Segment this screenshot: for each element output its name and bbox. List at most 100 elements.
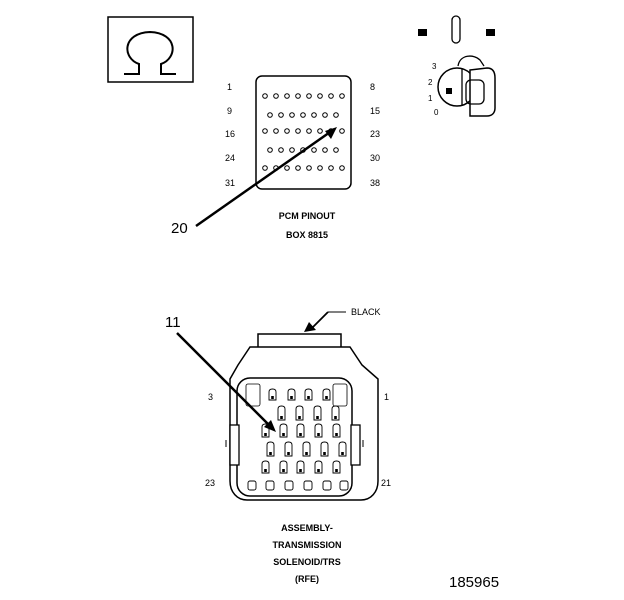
solenoid-terminal-contact: [335, 469, 338, 472]
pcm-pin: [317, 165, 323, 171]
pcm-pin: [306, 165, 312, 171]
black-label-leader: [310, 311, 329, 330]
solenoid-terminal: [338, 441, 347, 457]
pcm-pin: [262, 93, 268, 99]
pcm-pin: [278, 112, 284, 118]
pcm-pin: [317, 128, 323, 134]
solenoid-caption-line4: (RFE): [295, 574, 319, 584]
pcm-caption-line1: PCM PINOUT: [279, 211, 336, 221]
pcm-pin: [284, 128, 290, 134]
solenoid-terminal: [284, 441, 293, 457]
solenoid-terminal-contact: [299, 433, 302, 436]
pcm-pin: [311, 147, 317, 153]
pcm-pin: [262, 128, 268, 134]
pcm-pin: [339, 165, 345, 171]
pcm-pin-label-30: 30: [370, 153, 380, 163]
solenoid-terminal-contact: [264, 433, 267, 436]
pcm-pin: [339, 128, 345, 134]
solenoid-terminal: [295, 405, 304, 421]
pcm-pin-label-38: 38: [370, 178, 380, 188]
solenoid-terminal-contact: [282, 469, 285, 472]
key-position-3: 3: [432, 62, 437, 71]
solenoid-caption-line2: TRANSMISSION: [272, 540, 341, 550]
solenoid-terminal-contact: [264, 469, 267, 472]
solenoid-terminal-contact: [316, 416, 319, 419]
pcm-pin: [333, 147, 339, 153]
solenoid-terminal: [296, 460, 305, 474]
solenoid-terminal: [339, 480, 349, 491]
solenoid-terminal: [302, 441, 311, 457]
solenoid-terminal: [332, 423, 341, 438]
pcm-pin: [267, 147, 273, 153]
pcm-pin: [273, 93, 279, 99]
solenoid-terminal: [287, 388, 296, 401]
solenoid-terminal: [320, 441, 329, 457]
solenoid-terminal: [279, 460, 288, 474]
pcm-pin: [306, 93, 312, 99]
solenoid-pin-label-3: 3: [208, 392, 213, 402]
pcm-pin: [262, 165, 268, 171]
solenoid-terminal: [247, 480, 257, 491]
pcm-pin-label-16: 16: [225, 129, 235, 139]
solenoid-pin-label-23: 23: [205, 478, 215, 488]
solenoid-terminal-contact: [317, 469, 320, 472]
solenoid-terminal: [277, 405, 286, 421]
pcm-pin: [295, 128, 301, 134]
solenoid-caption-line1: ASSEMBLY-: [281, 523, 333, 533]
solenoid-terminal: [331, 405, 340, 421]
solenoid-connector: [225, 333, 379, 501]
solenoid-terminal: [322, 388, 331, 401]
solenoid-terminal: [268, 388, 277, 401]
solenoid-caption-line3: SOLENOID/TRS: [273, 557, 341, 567]
pcm-pin-label-15: 15: [370, 106, 380, 116]
solenoid-terminal: [266, 441, 275, 457]
pcm-pin: [289, 112, 295, 118]
pcm-pin-label-31: 31: [225, 178, 235, 188]
solenoid-terminal: [304, 388, 313, 401]
pcm-pin-grid: [262, 93, 345, 171]
solenoid-callout-number: 11: [165, 314, 181, 331]
pcm-pin-label-23: 23: [370, 129, 380, 139]
solenoid-terminal-contact: [325, 396, 328, 399]
pcm-pin: [300, 112, 306, 118]
pcm-pin: [284, 93, 290, 99]
pcm-pin: [273, 128, 279, 134]
pcm-pin: [322, 147, 328, 153]
solenoid-terminal: [265, 480, 275, 491]
ohm-symbol-icon: [107, 16, 194, 83]
solenoid-terminal-contact: [307, 396, 310, 399]
solenoid-terminal-contact: [298, 416, 301, 419]
solenoid-terminal-contact: [269, 452, 272, 455]
solenoid-terminal: [296, 423, 305, 438]
pcm-pin: [306, 128, 312, 134]
pcm-pin-label-24: 24: [225, 153, 235, 163]
solenoid-terminal-contact: [299, 469, 302, 472]
black-label-arrowhead: [304, 322, 316, 332]
solenoid-terminal-contact: [305, 452, 308, 455]
solenoid-pin-label-1: 1: [384, 392, 389, 402]
pcm-connector: [255, 75, 352, 190]
solenoid-terminal-contact: [323, 452, 326, 455]
wire-color-label: BLACK: [351, 307, 381, 317]
pcm-pin: [322, 112, 328, 118]
pcm-pin-label-9: 9: [227, 106, 232, 116]
pcm-pin: [295, 165, 301, 171]
solenoid-pin-label-21: 21: [381, 478, 391, 488]
pcm-callout-arrowhead: [325, 127, 337, 139]
solenoid-terminal: [314, 460, 323, 474]
solenoid-terminal: [279, 423, 288, 438]
solenoid-terminal-contact: [317, 433, 320, 436]
solenoid-terminal: [314, 423, 323, 438]
solenoid-terminal-contact: [282, 433, 285, 436]
solenoid-terminal: [322, 480, 332, 491]
solenoid-terminal-contact: [280, 416, 283, 419]
figure-number: 185965: [449, 574, 499, 591]
solenoid-terminal: [261, 460, 270, 474]
pcm-pin: [289, 147, 295, 153]
key-position-1: 1: [428, 94, 433, 103]
pcm-pin: [328, 93, 334, 99]
ignition-key-icon: 3 2 1 0: [418, 15, 496, 117]
solenoid-terminal-contact: [335, 433, 338, 436]
pcm-pin: [339, 93, 345, 99]
